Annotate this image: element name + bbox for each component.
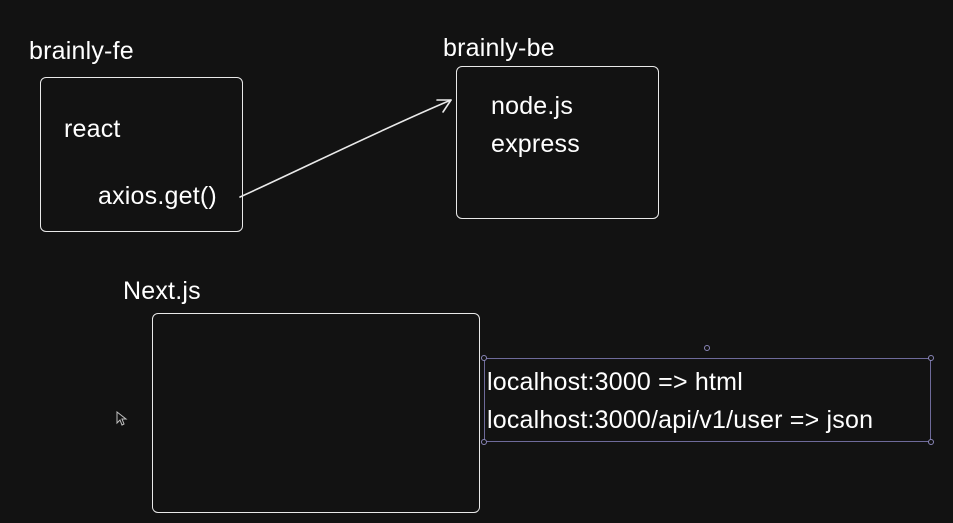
- arrowhead: [436, 99, 452, 113]
- routes-line-json: localhost:3000/api/v1/user => json: [487, 406, 874, 434]
- resize-handle-icon[interactable]: [928, 355, 934, 361]
- arrow-connector: [239, 99, 452, 198]
- nextjs-box[interactable]: [152, 313, 480, 513]
- frontend-line-react: react: [64, 115, 121, 143]
- nextjs-title: Next.js: [123, 277, 201, 305]
- backend-line-express: express: [491, 130, 580, 158]
- resize-handle-icon[interactable]: [481, 355, 487, 361]
- resize-handle-icon[interactable]: [481, 439, 487, 445]
- routes-selection-frame[interactable]: [484, 358, 931, 442]
- resize-handle-icon[interactable]: [928, 439, 934, 445]
- backend-box[interactable]: [456, 66, 659, 219]
- mouse-pointer-icon: [116, 411, 128, 426]
- rotate-handle-icon[interactable]: [704, 345, 710, 351]
- backend-title: brainly-be: [443, 34, 555, 62]
- backend-line-node: node.js: [491, 92, 574, 120]
- frontend-line-axios: axios.get(): [98, 182, 217, 210]
- frontend-title: brainly-fe: [29, 37, 134, 65]
- routes-line-html: localhost:3000 => html: [487, 368, 743, 396]
